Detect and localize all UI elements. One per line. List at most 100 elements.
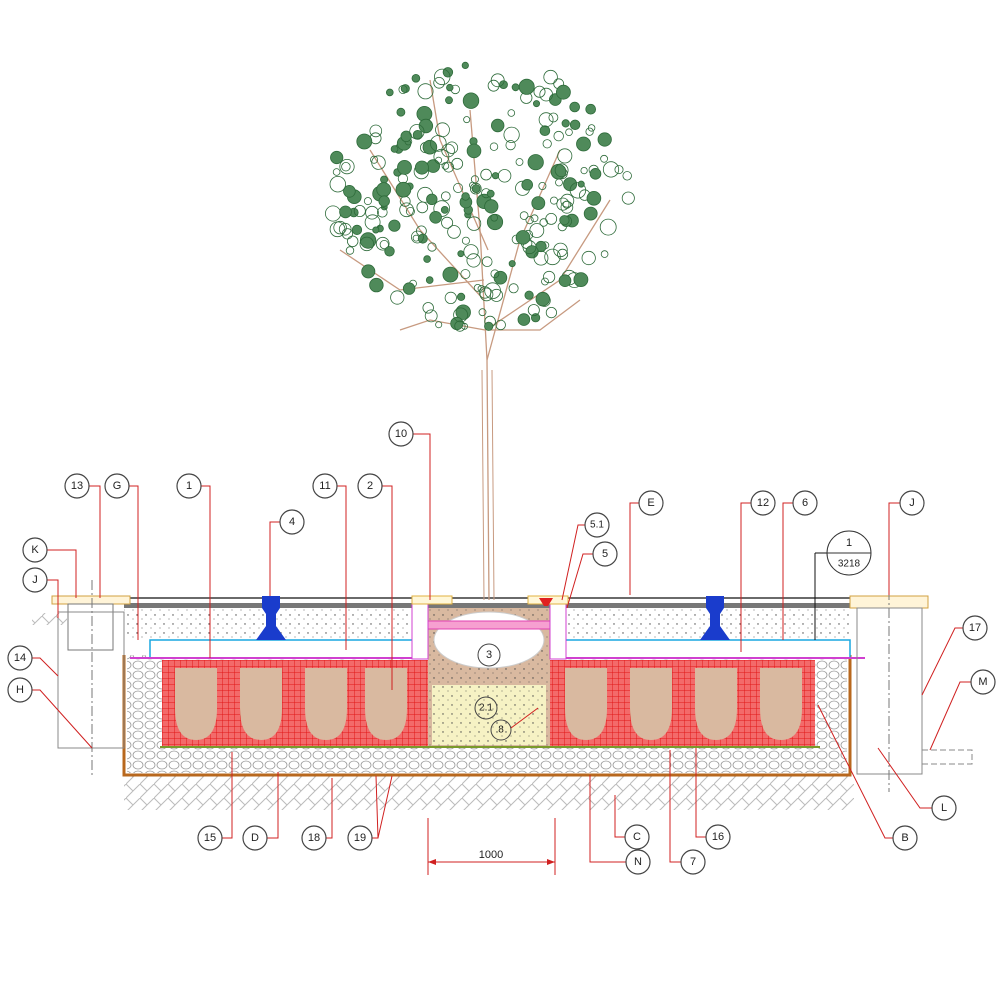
foliage-clump — [376, 206, 388, 218]
foliage-clump — [550, 196, 559, 205]
svg-text:12: 12 — [757, 497, 769, 509]
foliage-clump — [457, 250, 465, 258]
foliage-clump — [600, 250, 609, 258]
foliage-clump — [385, 88, 394, 97]
callout-2: 2 — [357, 473, 393, 690]
foliage-clump — [466, 253, 481, 268]
foliage-clump — [505, 140, 516, 151]
foliage-clump — [427, 242, 437, 252]
outlet-pipe — [921, 749, 973, 765]
foliage-clump — [372, 226, 380, 234]
foliage-clump — [527, 154, 544, 171]
foliage-clump — [533, 250, 549, 266]
foliage-clump — [497, 169, 512, 183]
soil-pocket — [305, 668, 347, 740]
foliage-clump — [561, 119, 570, 128]
tree-grate-left — [411, 595, 453, 605]
foliage-clump — [333, 220, 347, 235]
foliage-clump — [622, 171, 632, 181]
foliage-clump — [425, 276, 434, 284]
foliage-clump — [418, 118, 434, 134]
svg-text:10: 10 — [395, 428, 407, 440]
foliage-clump — [329, 221, 346, 238]
foliage-clump — [429, 211, 442, 224]
section-marker: 1 3218 — [814, 530, 872, 640]
foliage-clump — [324, 205, 341, 222]
foliage-clump — [422, 302, 434, 314]
foliage-clump — [433, 77, 445, 89]
kerb-left — [51, 595, 131, 605]
foliage-clump — [554, 163, 569, 178]
foliage-clump — [330, 150, 344, 165]
foliage-clump — [553, 130, 564, 142]
svg-text:5.1: 5.1 — [590, 520, 604, 531]
foliage-clump — [440, 191, 451, 202]
foliage-clump — [339, 159, 355, 175]
foliage-clump — [414, 160, 429, 175]
item-3-label: 3 — [477, 643, 501, 667]
foliage-clump — [461, 236, 470, 245]
foliage-clump — [379, 240, 389, 250]
foliage-clump — [539, 87, 553, 102]
foliage-clump — [435, 321, 443, 329]
foliage-clump — [353, 204, 366, 217]
foliage-clump — [390, 145, 399, 153]
foliage-clump — [586, 191, 602, 206]
foliage-clump — [562, 200, 571, 209]
foliage-clump — [343, 185, 356, 198]
foliage-clump — [451, 157, 464, 170]
callout-14: 14 — [7, 645, 59, 677]
foliage-clump — [517, 313, 531, 326]
foliage-clump — [530, 214, 539, 223]
foliage-clump — [447, 225, 461, 239]
foliage-clump — [543, 69, 558, 85]
soil-pocket — [365, 668, 407, 740]
foliage-clump — [345, 246, 355, 255]
foliage-clump — [409, 124, 425, 140]
foliage-clump — [435, 156, 443, 164]
foliage-clump — [614, 165, 624, 175]
svg-text:L: L — [941, 802, 947, 814]
foliage-clump — [569, 101, 580, 113]
aeration-inlet-left — [256, 596, 286, 640]
foliage-clump — [398, 85, 408, 95]
foliage-clump — [473, 283, 482, 292]
foliage-clump — [441, 143, 455, 158]
foliage-clump — [471, 184, 481, 194]
callout-n: N — [589, 775, 651, 875]
drain-chamber-left — [57, 611, 125, 749]
foliage-clump — [538, 181, 547, 190]
foliage-clump — [486, 213, 504, 231]
foliage-clump — [369, 277, 384, 293]
foliage-clump — [412, 129, 423, 140]
foliage-clump — [556, 84, 571, 100]
foliage-clump — [441, 162, 450, 170]
foliage-clump — [527, 304, 540, 317]
foliage-clump — [410, 230, 424, 244]
foliage-clump — [515, 230, 531, 245]
svg-text:K: K — [31, 544, 39, 556]
foliage-clump — [461, 61, 469, 70]
svg-text:8: 8 — [498, 725, 504, 736]
svg-text:G: G — [113, 480, 122, 492]
foliage-clump — [463, 244, 479, 260]
foliage-clump — [569, 182, 587, 199]
foliage-clump — [433, 148, 450, 165]
foliage-clump — [581, 250, 596, 266]
foliage-clump — [453, 182, 464, 193]
foliage-clump — [542, 270, 556, 284]
foliage-clump — [569, 119, 581, 131]
tree-branch — [469, 109, 490, 601]
foliage-clump — [599, 218, 617, 236]
foliage-clump — [490, 73, 505, 88]
foliage-clump — [445, 141, 459, 154]
svg-text:2: 2 — [367, 480, 373, 492]
svg-text:4: 4 — [289, 516, 295, 528]
tree-branch — [490, 299, 581, 331]
foliage-clump — [423, 255, 431, 263]
svg-text:17: 17 — [969, 622, 981, 634]
svg-text:J: J — [909, 497, 915, 509]
foliage-clump — [558, 274, 572, 288]
foliage-clump — [524, 290, 534, 300]
